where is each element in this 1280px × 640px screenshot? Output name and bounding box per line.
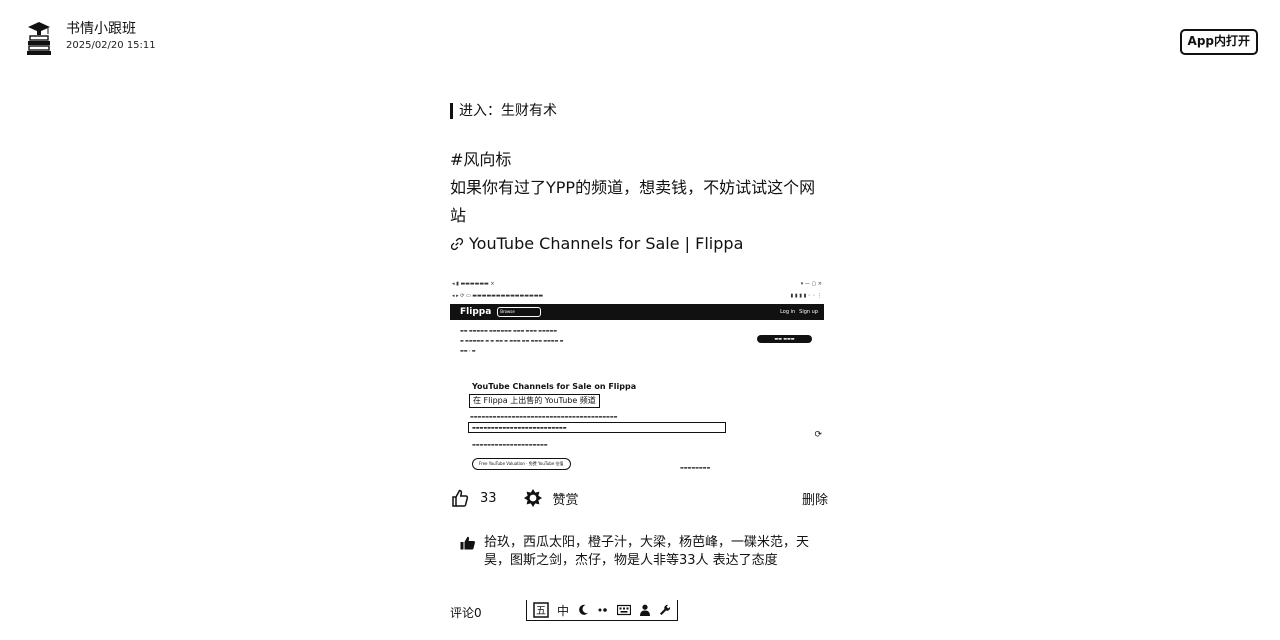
shot-para-3: ▬▬▬▬▬▬▬▬▬▬▬▬▬▬▬▬▬▬▬▬ (472, 442, 548, 447)
shot-login: Log in (780, 309, 796, 315)
delete-label: 删除 (801, 492, 828, 508)
post-link-text: YouTube Channels for Sale | Flippa (469, 234, 744, 253)
ime-mode-chinese[interactable]: 中 (557, 603, 570, 618)
action-bar: 33 赞赏 删除 (450, 484, 828, 512)
delete-button[interactable]: 删除 (802, 489, 828, 508)
shot-right-buttons: Log in Sign up (780, 309, 818, 315)
ime-logo-icon[interactable]: 五 (533, 602, 549, 618)
post-external-link[interactable]: YouTube Channels for Sale | Flippa (450, 230, 830, 258)
shot-brand: Flippa (460, 307, 492, 317)
enter-bar-decoration (450, 103, 453, 119)
shot-brand-bar: Flippa Browse Log in Sign up (450, 304, 824, 320)
open-in-app-button[interactable]: App内打开 (1179, 29, 1258, 55)
enter-group-link[interactable]: 进入：生财有术 (450, 100, 830, 122)
shot-footer-note: ▬▬▬▬▬▬▬▬ (680, 465, 711, 470)
post-main: 进入：生财有术 #风向标 如果你有过了YPP的频道，想卖钱，不妨试试这个网站 Y… (450, 100, 830, 622)
author-info: 书情小跟班 2025/02/20 15:11 (66, 20, 156, 53)
thumbs-up-icon (452, 489, 469, 507)
reward-icon (523, 489, 542, 507)
shot-nav-3: ▬▬ › ▬ (460, 348, 476, 353)
shot-nav-pill: ▬▬ ▬▬▬ (757, 335, 812, 343)
shot-signup: Sign up (799, 309, 818, 315)
avatar-books-icon (27, 22, 51, 55)
comments-count[interactable]: 评论0 (450, 606, 482, 620)
reward-label: 赞赏 (552, 492, 579, 508)
punctuation-icon[interactable] (597, 604, 609, 616)
shot-cta: Free YouTube Valuation · 免费 YouTube 估值 (472, 458, 571, 470)
author-name[interactable]: 书情小跟班 (66, 21, 136, 37)
like-filled-icon (460, 536, 475, 550)
shot-tab-bar: ◂ ▮ ▬▬▬▬▬▬ ×▾ — ▢ × (452, 281, 822, 287)
avatar[interactable] (24, 20, 54, 58)
shot-para-2: ▬▬▬▬▬▬▬▬▬▬▬▬▬▬▬▬▬▬▬▬▬▬▬▬▬ (468, 422, 726, 433)
post-timestamp: 2025/02/20 15:11 (66, 40, 156, 51)
post-image[interactable]: ◂ ▮ ▬▬▬▬▬▬ ×▾ — ▢ × ◂ ▸ ⟳ ▭ ▬▬▬▬▬▬▬▬▬▬▬▬… (450, 276, 824, 478)
svg-text:五: 五 (536, 606, 546, 617)
author-header: 书情小跟班 2025/02/20 15:11 (24, 20, 156, 58)
reward-button[interactable]: 赞赏 (523, 488, 579, 508)
shot-address-bar: ◂ ▸ ⟳ ▭ ▬▬▬▬▬▬▬▬▬▬▬▬▬▬▬▮ ▮ ▮ ▮ ◦ ◦ ⋮ (452, 293, 822, 299)
shot-para-1: ▬▬▬▬▬▬▬▬▬▬▬▬▬▬▬▬▬▬▬▬▬▬▬▬▬▬▬▬▬▬▬▬▬▬▬▬▬▬▬ (470, 414, 618, 419)
post-hashtag[interactable]: #风向标 (450, 150, 512, 169)
shot-nav-1: ▬▬ ▬▬▬▬▬ ▬▬▬▬▬▬ ▬▬▬ ▬▬▬ ▬▬▬▬▬ (460, 328, 558, 333)
shot-nav-2: ▬ ▬▬▬▬▬ ▬ ▬ ▬▬ ▬ ▬▬▬ ▬▬ ▬▬▬ ▬▬▬▬ ▬ (460, 338, 564, 343)
shot-refresh-icon: ⟳ (814, 430, 822, 440)
user-icon[interactable] (639, 604, 651, 616)
shot-search: Browse (497, 307, 542, 317)
like-button[interactable]: 33 (450, 488, 497, 508)
like-count: 33 (480, 490, 497, 506)
keyboard-icon[interactable] (617, 604, 632, 616)
ime-toolbar: 五 中 (526, 600, 679, 621)
shot-heading-zh: 在 Flippa 上出售的 YouTube 频道 (469, 394, 600, 408)
post-text: #风向标 如果你有过了YPP的频道，想卖钱，不妨试试这个网站 (450, 146, 830, 230)
wrench-icon[interactable] (659, 604, 671, 616)
link-icon (450, 237, 464, 251)
shot-heading-en: YouTube Channels for Sale on Flippa (472, 382, 637, 391)
enter-group-label: 进入：生财有术 (459, 103, 557, 119)
likes-text: 拾玖，西瓜太阳，橙子汁，大梁，杨芭峰，一碟米范，天昊，图斯之剑，杰仔，物是人非等… (484, 535, 810, 568)
post-body: 如果你有过了YPP的频道，想卖钱，不妨试试这个网站 (450, 178, 816, 225)
moon-icon[interactable] (577, 604, 589, 616)
likes-list: 拾玖，西瓜太阳，橙子汁，大梁，杨芭峰，一碟米范，天昊，图斯之剑，杰仔，物是人非等… (450, 534, 830, 570)
